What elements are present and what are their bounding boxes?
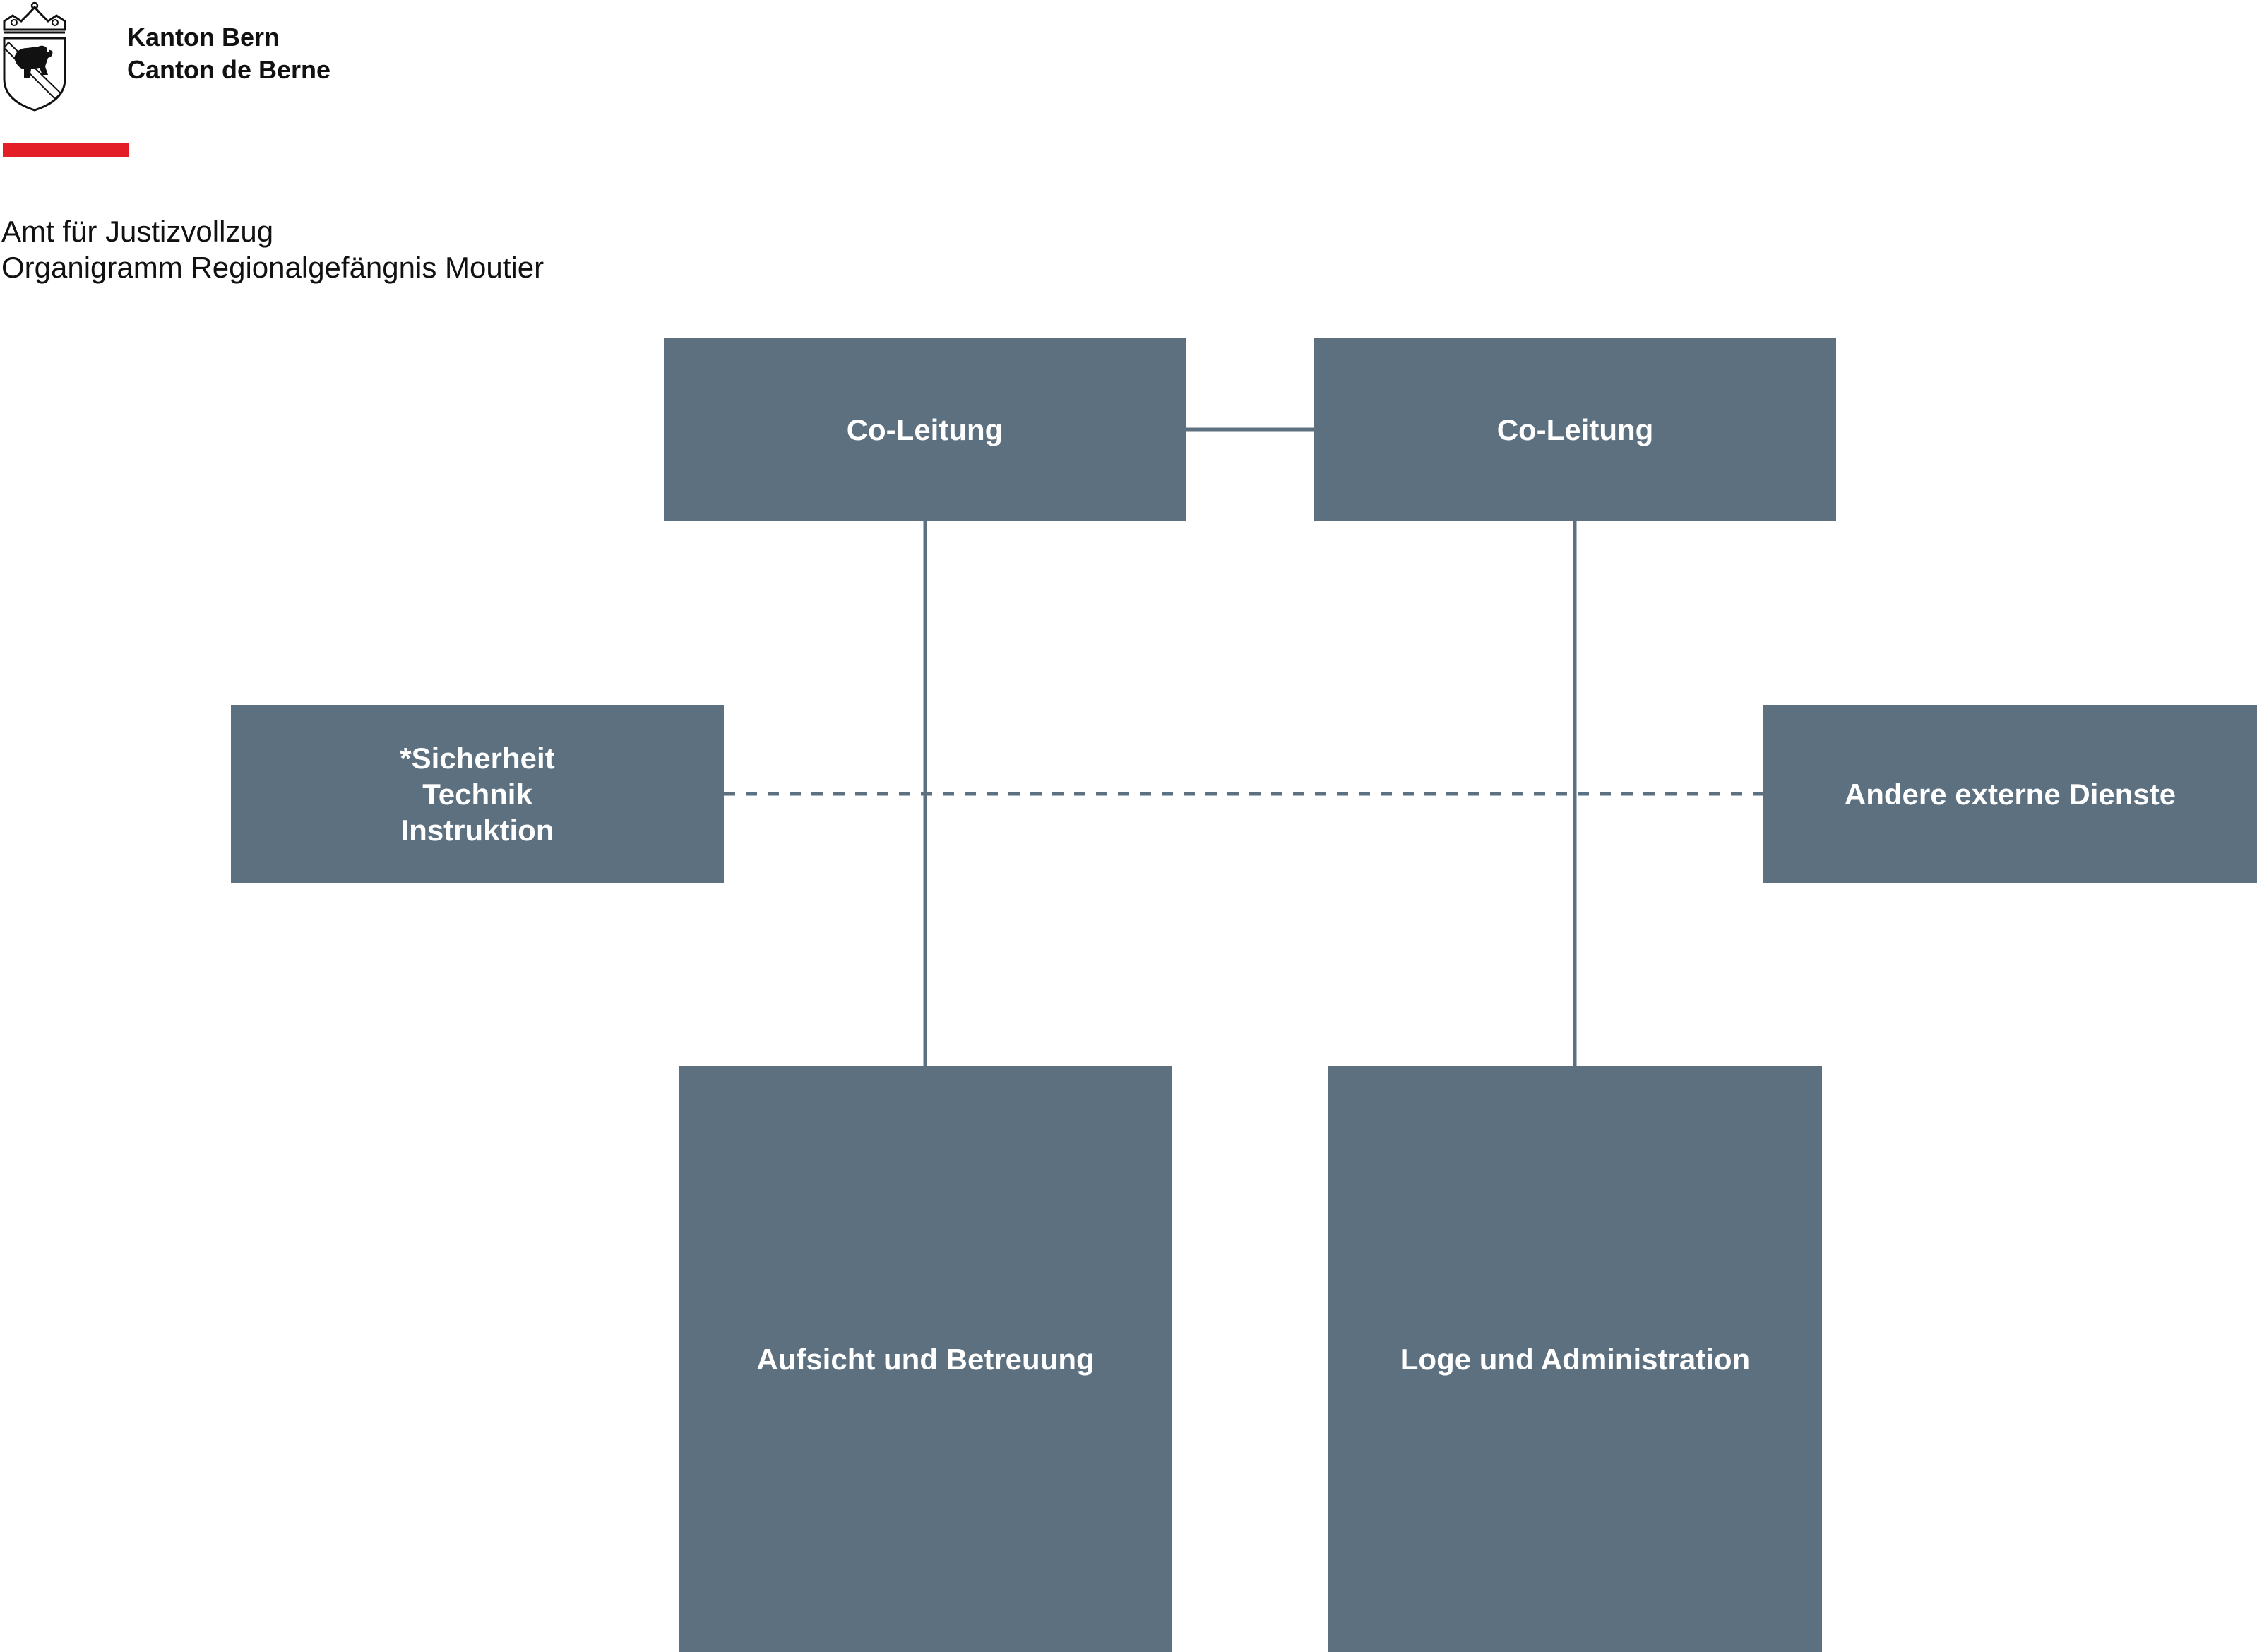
support-right-box: Andere externe Dienste [1763, 705, 2257, 883]
support-left-line-2: Technik [422, 777, 532, 811]
co-leitung-left-label: Co-Leitung [846, 412, 1004, 446]
unit-left-label: Aufsicht und Betreuung [756, 1342, 1095, 1376]
document-heading: Amt für Justizvollzug Organigramm Region… [1, 213, 544, 285]
support-left-box: *Sicherheit Technik Instruktion [231, 705, 724, 883]
unit-left-box: Aufsicht und Betreuung [679, 1066, 1172, 1652]
co-leitung-right-label: Co-Leitung [1496, 412, 1654, 446]
canton-name-de: Kanton Bern [127, 23, 280, 52]
accent-bar [3, 143, 129, 157]
canton-name: Kanton Bern Canton de Berne [127, 21, 330, 86]
support-right-label: Andere externe Dienste [1844, 777, 2176, 811]
unit-right-label: Loge und Administration [1400, 1342, 1751, 1376]
bern-coat-of-arms-icon [3, 1, 66, 112]
canton-name-fr: Canton de Berne [127, 55, 331, 84]
document-title: Organigramm Regionalgefängnis Moutier [1, 251, 544, 284]
co-leitung-left-box: Co-Leitung [664, 338, 1186, 521]
support-left-line-3: Instruktion [400, 813, 554, 847]
support-left-line-1: *Sicherheit [400, 741, 555, 775]
department-name: Amt für Justizvollzug [1, 215, 274, 248]
co-leitung-right-box: Co-Leitung [1314, 338, 1836, 521]
unit-right-box: Loge und Administration [1328, 1066, 1822, 1652]
